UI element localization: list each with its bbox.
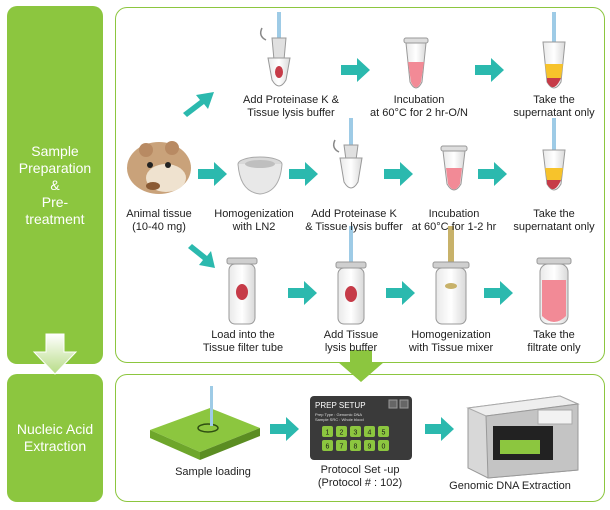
sidebar-top-line: & — [50, 176, 60, 193]
keypad-key — [336, 440, 347, 451]
filter-tube-icon — [226, 257, 258, 325]
keypad-key-label: 9 — [368, 444, 372, 451]
incubation-tube-icon — [403, 37, 429, 89]
cartridge-plate-icon — [150, 386, 260, 460]
arrow-icon — [270, 417, 299, 441]
arrow-icon — [341, 58, 370, 82]
arrow-icon — [288, 281, 317, 305]
arrow-icon — [425, 417, 454, 441]
row2-step2-label: Add Proteinase K & Tissue lysis buffer — [305, 208, 403, 233]
keypad-key — [350, 426, 361, 437]
keypad-key-label: 3 — [354, 430, 358, 437]
sample-loading-label: Sample loading — [175, 466, 251, 478]
sample-preparation-label: Sample Preparation & Pre- treatment — [7, 6, 103, 364]
genomic-dna-extraction-label: Genomic DNA Extraction — [449, 480, 571, 492]
row3-step4-label: Take the filtrate only — [527, 329, 581, 354]
tissue-mixer-tube-icon — [432, 226, 470, 325]
keypad-key-label: 4 — [368, 430, 372, 437]
arrow-icon — [475, 58, 504, 82]
sidebar-top-line: Preparation — [18, 159, 92, 176]
keypad-key-label: 5 — [382, 430, 386, 437]
sidebar-top-line: treatment — [25, 210, 85, 227]
arrow-icon — [198, 162, 227, 186]
screen-line: Sample SRC : Whole blood — [315, 417, 364, 422]
arrow-icon — [289, 162, 318, 186]
row3-step3-label: Homogenization with Tissue mixer — [408, 329, 494, 354]
incubation-tube-icon — [440, 145, 468, 191]
keypad-key — [350, 440, 361, 451]
sidebar-top-line: Pre- — [41, 193, 69, 210]
row1-pipette-tube-icon — [259, 12, 291, 87]
row2-step3-label: Incubation at 60°C for 1-2 hr — [411, 208, 497, 233]
supernatant-tube-icon — [542, 118, 566, 191]
row3-step2-label: Add Tissue lysis buffer — [323, 329, 379, 354]
pipette-tube-icon — [332, 118, 363, 189]
keypad-key-label: 1 — [326, 430, 330, 437]
diagonal-arrow-up — [183, 92, 214, 117]
keypad-key — [336, 426, 347, 437]
row2-step4-label: Take the supernatant only — [513, 208, 595, 233]
keypad-key — [378, 426, 389, 437]
keypad-key-label: 8 — [354, 444, 358, 451]
mortar-icon — [237, 156, 283, 195]
keypad: 1 2 3 4 5 6 7 8 9 0 — [322, 426, 389, 451]
row1-step3-label: Take the supernatant only — [513, 94, 595, 119]
keypad-key — [364, 440, 375, 451]
screen-line: Prep Type : Genomic DNA — [315, 412, 362, 417]
keypad-key-label: 0 — [382, 444, 386, 451]
panel-connector-arrow — [338, 350, 384, 382]
sidebar-bottom-line: Extraction — [23, 438, 87, 454]
diagonal-arrow-down — [188, 244, 215, 268]
filter-tube-pipette-icon — [335, 226, 367, 325]
keypad-key-label: 2 — [340, 430, 344, 437]
row3-step1-label: Load into the Tissue filter tube — [202, 329, 284, 354]
sidebar-top-line: Sample — [31, 142, 79, 159]
row2-step1-label: Homogenization with LN2 — [214, 208, 294, 233]
hamster-icon — [127, 141, 191, 194]
keypad-key-label: 7 — [340, 444, 344, 451]
arrow-icon — [384, 162, 413, 186]
row1-step1-label: Add Proteinase K & Tissue lysis buffer — [242, 94, 339, 119]
keypad-key — [322, 440, 333, 451]
keypad-key — [378, 440, 389, 451]
extraction-instrument-icon — [466, 395, 580, 479]
row2-start-label: Animal tissue (10-40 mg) — [126, 208, 192, 233]
keypad-key-label: 6 — [326, 444, 330, 451]
sidebar-down-arrow — [32, 333, 78, 375]
sidebar-bottom-line: Nucleic Acid — [16, 421, 94, 437]
keypad-key — [322, 426, 333, 437]
filtrate-tube-icon — [536, 257, 572, 325]
nucleic-acid-extraction-label: Nucleic Acid Extraction — [7, 374, 103, 502]
arrow-icon — [484, 281, 513, 305]
screen-title: PREP SETUP — [315, 401, 366, 410]
row1-step2-label: Incubation at 60°C for 2 hr-O/N — [370, 94, 468, 119]
arrow-icon — [478, 162, 507, 186]
touchscreen-panel: PREP SETUP Prep Type : Genomic DNA Sampl… — [310, 396, 412, 460]
supernatant-tube-icon — [542, 12, 566, 89]
protocol-setup-label: Protocol Set -up (Protocol # : 102) — [317, 464, 403, 489]
keypad-key — [364, 426, 375, 437]
arrow-icon — [386, 281, 415, 305]
